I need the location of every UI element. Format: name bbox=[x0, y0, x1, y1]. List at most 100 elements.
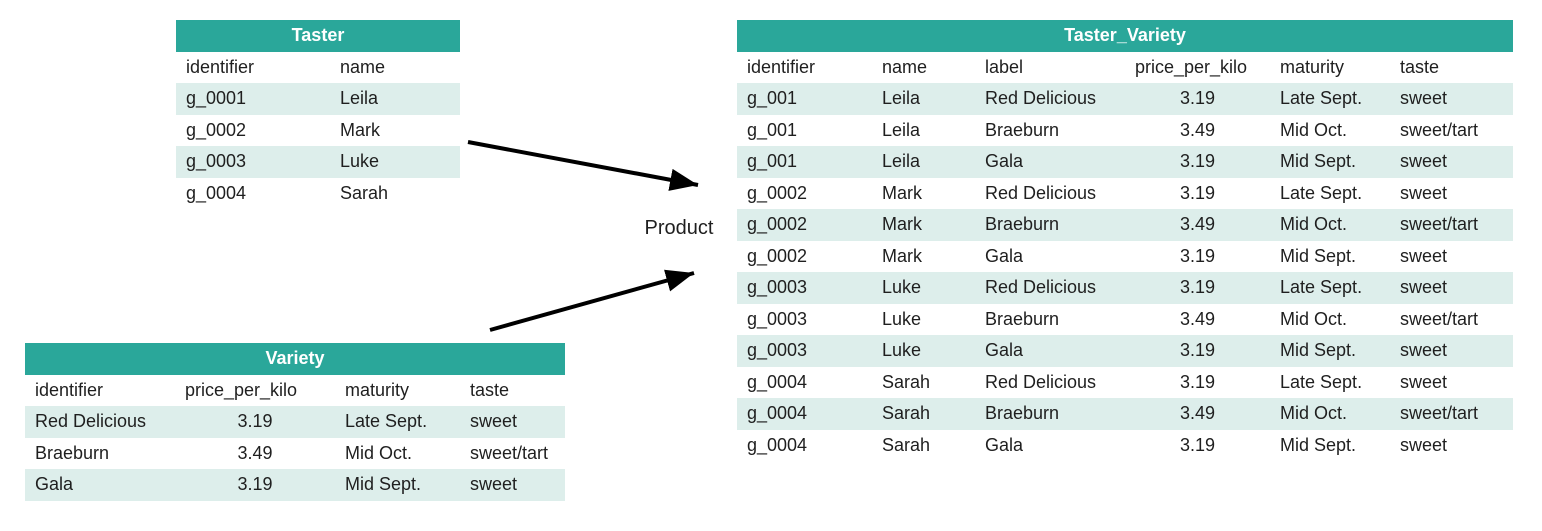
table-cell: Late Sept. bbox=[1280, 182, 1363, 203]
table-cell: Sarah bbox=[882, 434, 931, 455]
column-header: maturity bbox=[345, 379, 410, 400]
variety-table-title: Variety bbox=[25, 343, 565, 375]
table-cell: Mid Oct. bbox=[1280, 308, 1348, 329]
column-header: taste bbox=[1400, 56, 1440, 77]
table-cell: Braeburn bbox=[985, 119, 1060, 140]
table-cell: g_0004 bbox=[747, 403, 808, 423]
table-cell: Gala bbox=[985, 434, 1024, 455]
table-cell: Mid Sept. bbox=[1280, 245, 1357, 266]
column-header: label bbox=[985, 56, 1024, 77]
table-cell: g_001 bbox=[747, 151, 798, 171]
table-cell: 3.19 bbox=[1179, 88, 1216, 108]
table-cell: Red Delicious bbox=[35, 411, 147, 431]
table-cell: Late Sept. bbox=[1280, 88, 1363, 108]
table-cell: Mid Oct. bbox=[1280, 119, 1348, 140]
arrow-variety-to-product bbox=[489, 269, 695, 332]
table-cell: Mark bbox=[882, 245, 922, 266]
column-header: price_per_kilo bbox=[1135, 56, 1248, 77]
table-cell: sweet bbox=[1400, 182, 1448, 203]
table-cell: Mid Oct. bbox=[1280, 214, 1348, 234]
table-cell: sweet bbox=[1400, 340, 1448, 360]
table-cell: sweet/tart bbox=[1400, 403, 1479, 423]
table-cell: 3.19 bbox=[1179, 434, 1216, 455]
table-cell: sweet bbox=[1400, 88, 1448, 108]
table-cell: g_0003 bbox=[186, 151, 247, 171]
table-cell: Leila bbox=[882, 119, 921, 140]
table-cell: Braeburn bbox=[35, 442, 110, 463]
table-cell: Mid Sept. bbox=[345, 474, 422, 494]
table-row: g_0002 Mark Red Delicious 3.19 Late Sept. swe… bbox=[737, 178, 1513, 210]
table-cell: g_0002 bbox=[747, 245, 808, 266]
taster-variety-table-title: Taster_Variety bbox=[737, 20, 1513, 52]
table-cell: 3.49 bbox=[1179, 214, 1216, 234]
table-cell: 3.19 bbox=[1179, 182, 1216, 203]
table-cell: Mark bbox=[340, 119, 380, 140]
table-cell: sweet bbox=[1400, 434, 1448, 455]
table-cell: Gala bbox=[985, 340, 1024, 360]
table-cell: sweet/tart bbox=[1400, 119, 1479, 140]
table-cell: Leila bbox=[882, 88, 921, 108]
table-cell: sweet/tart bbox=[470, 442, 549, 463]
table-cell: Gala bbox=[985, 245, 1024, 266]
table-cell: 3.49 bbox=[1179, 308, 1216, 329]
table-cell: Braeburn bbox=[985, 403, 1060, 423]
column-header: name bbox=[882, 56, 928, 77]
table-cell: 3.19 bbox=[1179, 340, 1216, 360]
table-cell: 3.19 bbox=[1179, 371, 1216, 392]
table-cell: Gala bbox=[35, 474, 74, 494]
table-row: Braeburn 3.49 Mid Oct. sweet/tart bbox=[25, 438, 565, 470]
table-cell: 3.19 bbox=[237, 411, 273, 431]
table-cell: Sarah bbox=[882, 403, 931, 423]
table-cell: g_0003 bbox=[747, 340, 808, 360]
table-cell: Mid Sept. bbox=[1280, 151, 1357, 171]
column-header: maturity bbox=[1280, 56, 1345, 77]
table-cell: Gala bbox=[985, 151, 1024, 171]
column-header: identifier bbox=[35, 379, 104, 400]
column-header: identifier bbox=[186, 56, 255, 77]
table-cell: 3.19 bbox=[1179, 151, 1216, 171]
table-cell: sweet bbox=[1400, 151, 1448, 171]
column-header: taste bbox=[470, 379, 510, 400]
table-cell: g_0002 bbox=[747, 182, 808, 203]
table-cell: sweet bbox=[1400, 245, 1448, 266]
table-cell: 3.19 bbox=[1179, 245, 1216, 266]
table-cell: Sarah bbox=[340, 182, 389, 203]
table-cell: Red Delicious bbox=[985, 277, 1097, 297]
table-cell: Red Delicious bbox=[985, 182, 1097, 203]
table-cell: 3.49 bbox=[1179, 403, 1216, 423]
table-cell: Mid Oct. bbox=[345, 442, 413, 463]
table-cell: Late Sept. bbox=[1280, 371, 1363, 392]
table-cell: Luke bbox=[882, 308, 922, 329]
table-cell: sweet bbox=[470, 411, 518, 431]
table-cell: 3.49 bbox=[1179, 119, 1216, 140]
table-cell: Mid Sept. bbox=[1280, 434, 1357, 455]
table-cell: Leila bbox=[340, 88, 379, 108]
table-row: g_0002 Mark Gala 3.19 Mid Sept. sweet bbox=[737, 241, 1513, 273]
table-cell: Braeburn bbox=[985, 308, 1060, 329]
table-cell: 3.49 bbox=[237, 442, 273, 463]
table-cell: Red Delicious bbox=[985, 371, 1097, 392]
table-cell: Mark bbox=[882, 182, 922, 203]
table-cell: Luke bbox=[882, 277, 922, 297]
